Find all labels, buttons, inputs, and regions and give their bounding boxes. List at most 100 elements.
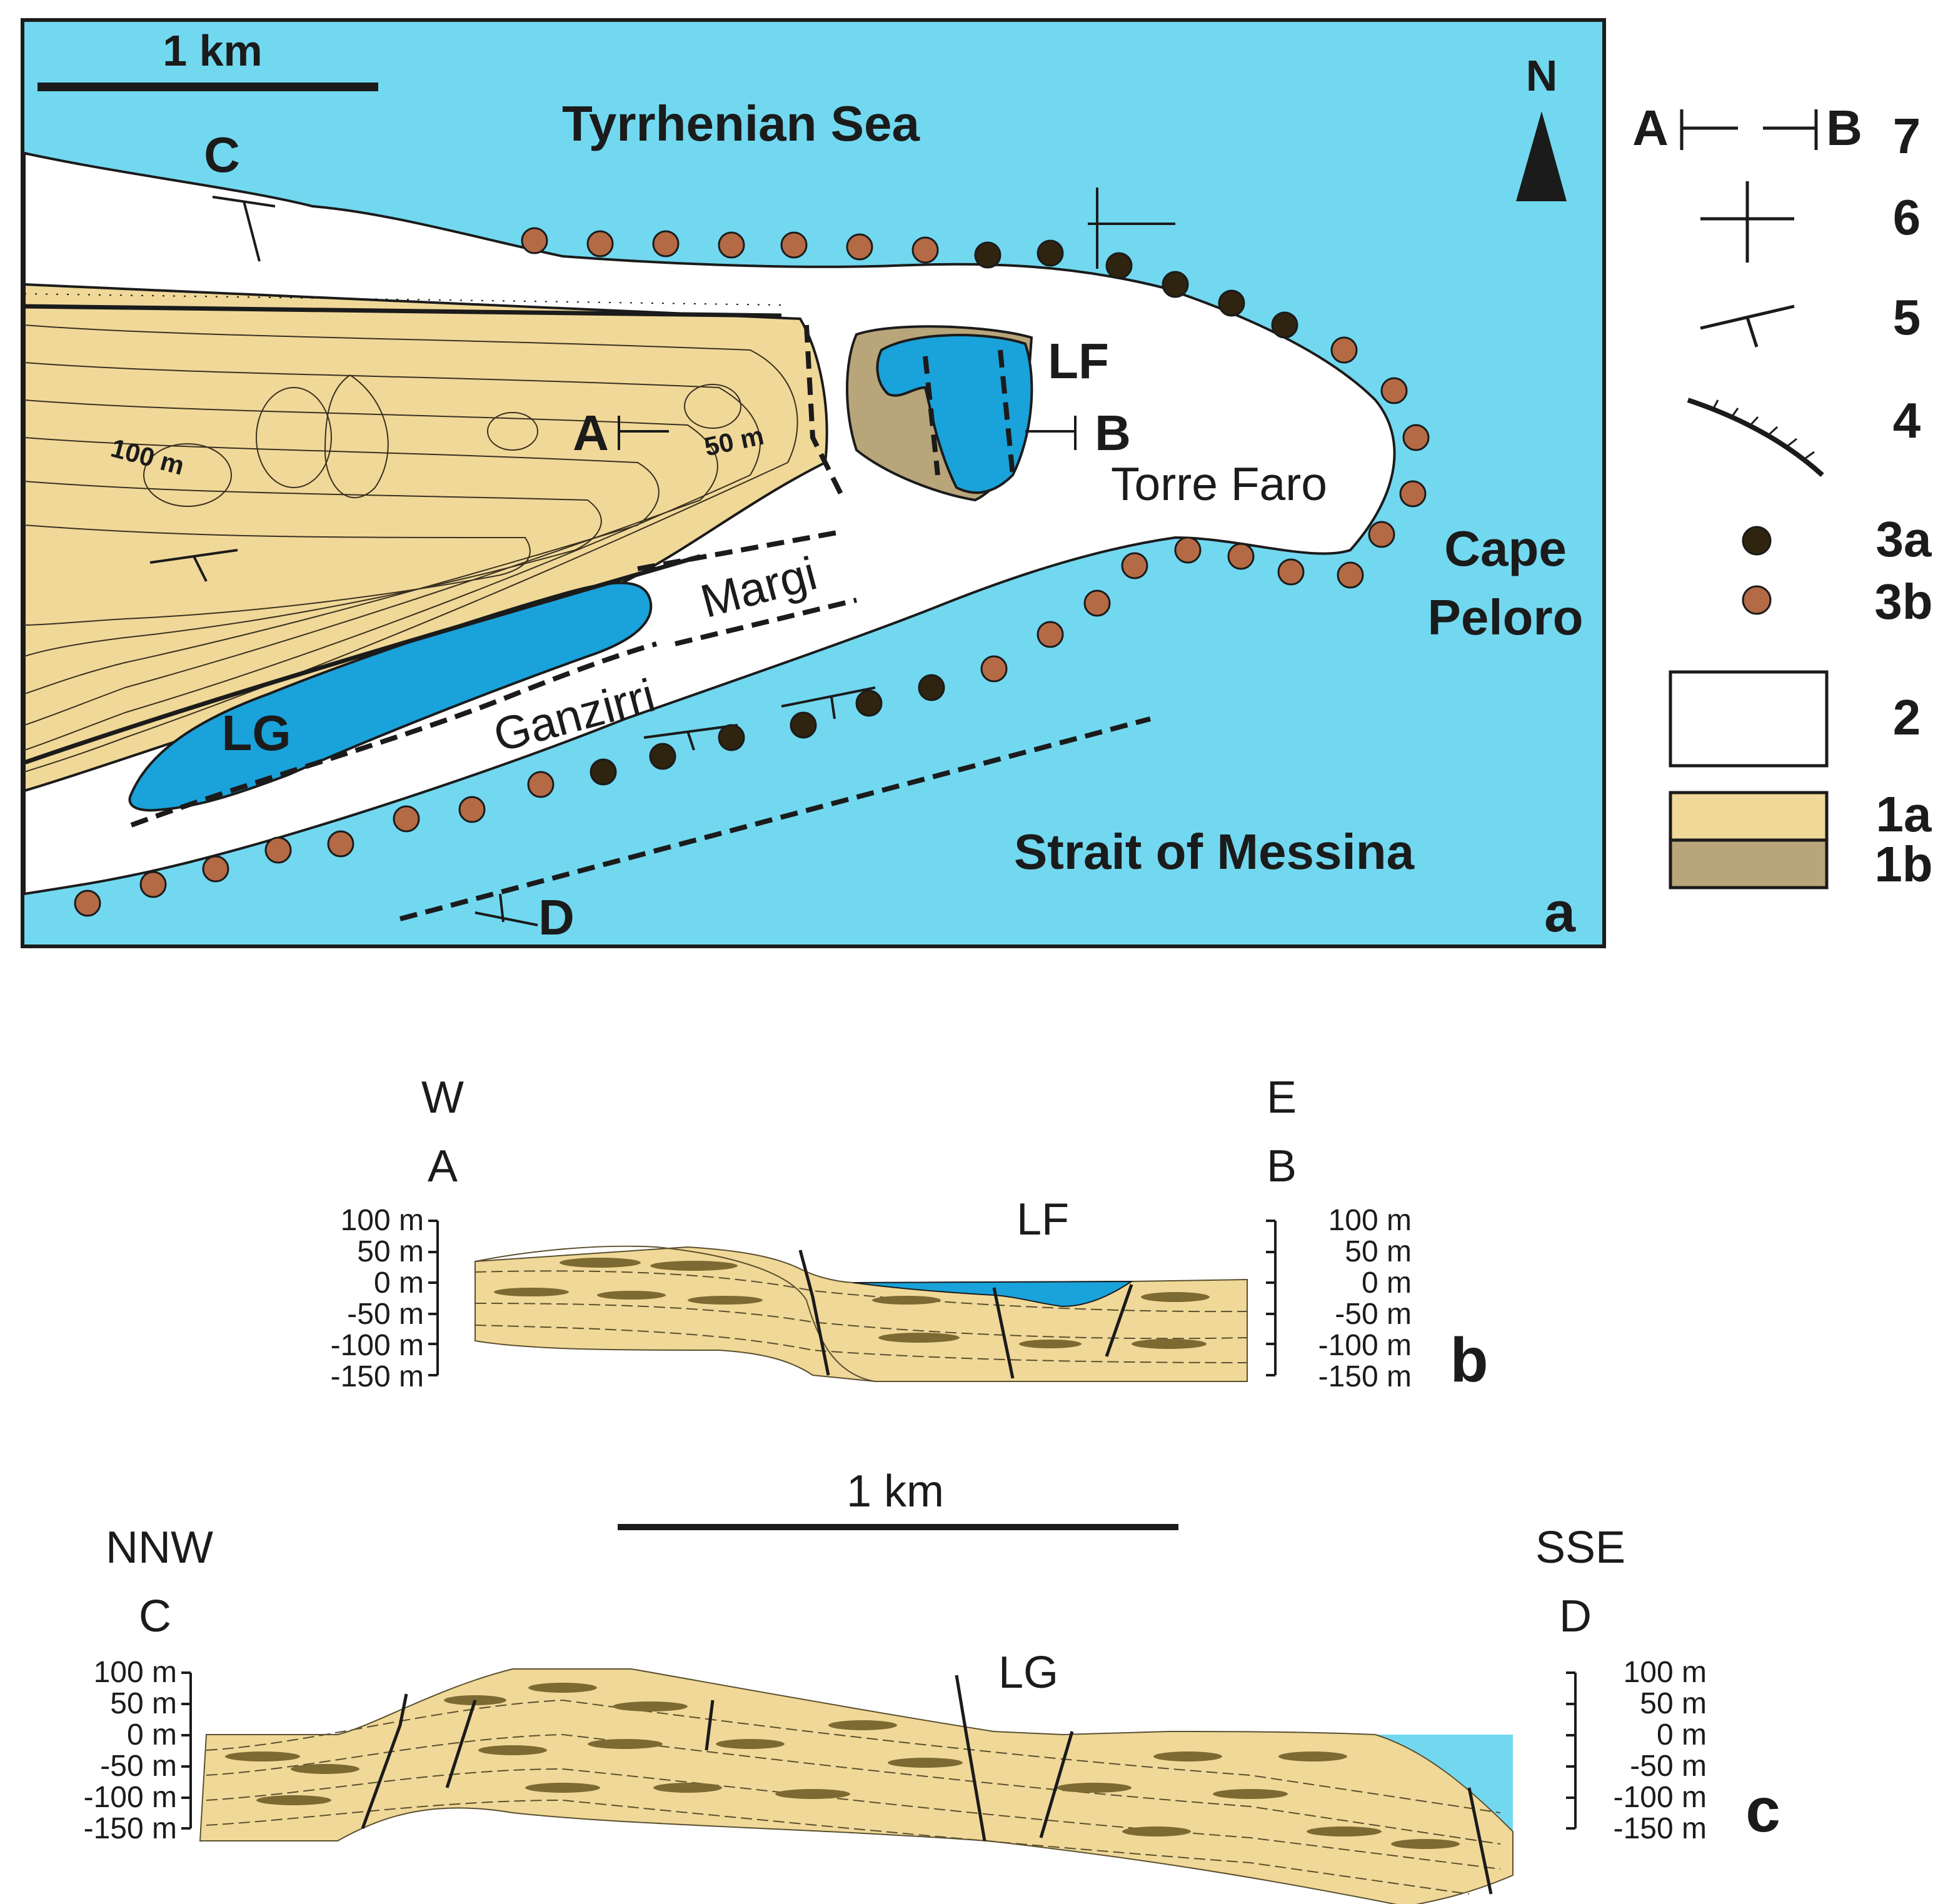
map-panel-letter: a (1544, 881, 1576, 944)
map-scale-label: 1 km (163, 26, 263, 75)
section-b-left-direction: W (421, 1073, 464, 1123)
legend: A B 7 6 5 4 3a 3b 2 1a 1b (1632, 100, 1933, 892)
section-b-bedding (474, 1270, 1248, 1363)
section-c-right-point: D (1559, 1591, 1592, 1641)
section-c-lake-label: LG (998, 1648, 1058, 1698)
legend-symbol-cross (1700, 181, 1794, 263)
section-b-right-tick: -100 m (1318, 1329, 1412, 1362)
section-b-lenses (494, 1258, 1210, 1349)
section-c-panel-letter: c (1745, 1775, 1780, 1845)
legend-key-4: 4 (1893, 393, 1921, 448)
section-c-right-direction: SSE (1535, 1523, 1625, 1573)
section-c-left-tick: 0 m (127, 1718, 177, 1751)
legend-key-7: 7 (1893, 108, 1921, 164)
section-b-right-tick: -50 m (1335, 1298, 1412, 1331)
topographic-contours (24, 324, 798, 773)
section-c-left-axis (181, 1671, 192, 1830)
legend-key-1a: 1a (1876, 786, 1932, 842)
shoreline-dots-3b (74, 227, 1430, 917)
section-b-left-tick: -50 m (347, 1298, 424, 1331)
section-c-right-tick: -100 m (1614, 1781, 1707, 1814)
legend-key-3b: 3b (1874, 574, 1932, 629)
label-lake-faro: LF (1048, 333, 1109, 389)
section-b-right-tick: -150 m (1318, 1360, 1412, 1393)
label-tyrrhenian-sea: Tyrrhenian Sea (562, 96, 920, 151)
shoreline-dots-3a (590, 239, 1298, 786)
section-b-lake-water (853, 1280, 1134, 1308)
legend-key-6: 6 (1893, 189, 1921, 245)
section-c-right-tick: -50 m (1630, 1750, 1707, 1783)
legend-key-1b: 1b (1874, 836, 1932, 892)
legend-symbol-strike-dip (1700, 304, 1795, 348)
section-b-left-tick-labels: 100 m 50 m 0 m -50 m -100 m -150 m (331, 1204, 424, 1393)
section-c-right-tick: 100 m (1624, 1656, 1707, 1689)
legend-7-b: B (1826, 100, 1862, 156)
section-b-left-point: A (428, 1141, 458, 1191)
section-b-right-tick: 0 m (1362, 1266, 1412, 1300)
section-c-scale-label: 1 km (846, 1466, 944, 1516)
label-cape-line2: Peloro (1428, 589, 1584, 645)
section-b-panel: 100 m 50 m 0 m -50 m -100 m -150 m 100 m… (331, 1073, 1489, 1395)
section-c-right-tick: -150 m (1614, 1812, 1707, 1845)
map-scale-bar (38, 83, 378, 91)
section-c-body (199, 1668, 1514, 1904)
section-c-scale-bar (618, 1524, 1178, 1530)
section-c-right-tick-labels: 100 m 50 m 0 m -50 m -100 m -150 m (1614, 1656, 1707, 1845)
section-b-faults (798, 1250, 1133, 1379)
legend-7-a: A (1632, 100, 1669, 156)
section-b-right-tick: 100 m (1328, 1204, 1412, 1237)
map-symbols (149, 188, 1175, 926)
label-section-d: D (538, 889, 575, 945)
legend-symbol-3b (1742, 585, 1772, 615)
legend-key-2: 2 (1893, 689, 1921, 745)
fault-scarps (23, 293, 782, 765)
label-section-a: A (573, 405, 609, 461)
label-section-b: B (1095, 405, 1131, 461)
section-b-right-direction: E (1267, 1073, 1297, 1123)
section-b-left-tick: 50 m (357, 1235, 424, 1268)
section-c-sea (1282, 1735, 1513, 1831)
section-c-left-tick: -100 m (84, 1781, 177, 1814)
legend-key-3a: 3a (1876, 511, 1932, 567)
section-b-right-tick-labels: 100 m 50 m 0 m -50 m -100 m -150 m (1318, 1204, 1412, 1393)
section-c-left-tick: 100 m (94, 1656, 177, 1689)
legend-symbol-scarp (1687, 398, 1824, 477)
section-line-a-b (618, 416, 1077, 450)
section-c-left-tick: 50 m (110, 1687, 177, 1720)
north-label: N (1526, 51, 1558, 100)
label-strait-of-messina: Strait of Messina (1014, 824, 1415, 879)
legend-key-5: 5 (1893, 289, 1921, 345)
section-b-right-tick: 50 m (1345, 1235, 1412, 1268)
legend-swatch-2 (1669, 670, 1829, 768)
section-c-lenses (225, 1683, 1460, 1849)
section-c-left-direction: NNW (106, 1523, 213, 1573)
section-b-panel-letter: b (1450, 1325, 1488, 1395)
map-panel: 1 km N Tyrrhenian Sea Strait of Messina … (21, 18, 1606, 948)
section-c-right-axis (1566, 1671, 1577, 1830)
north-arrow-icon (1516, 111, 1567, 201)
label-section-c: C (204, 127, 240, 183)
section-c-left-tick: -150 m (84, 1812, 177, 1845)
section-c-right-tick: 0 m (1657, 1718, 1707, 1751)
section-b-left-tick: 0 m (374, 1266, 424, 1300)
section-b-lake-label: LF (1017, 1195, 1069, 1245)
section-c-left-tick-labels: 100 m 50 m 0 m -50 m -100 m -150 m (84, 1656, 177, 1845)
section-b-right-axis (1266, 1220, 1277, 1376)
dashed-faults (130, 324, 1152, 921)
legend-symbol-3a (1742, 526, 1772, 556)
section-b-left-tick: -150 m (331, 1360, 424, 1393)
section-b-left-axis (428, 1220, 439, 1376)
legend-swatch-1b (1669, 838, 1829, 889)
section-b-left-tick: -100 m (331, 1329, 424, 1362)
section-c-right-tick: 50 m (1640, 1687, 1707, 1720)
legend-swatch-1a (1669, 791, 1829, 842)
legend-symbol-section-line (1680, 109, 1818, 150)
lake-ganzirri (128, 581, 653, 812)
lake-faro (876, 334, 1033, 494)
section-b-left-tick: 100 m (341, 1204, 424, 1237)
section-c-left-point: C (139, 1591, 171, 1641)
label-lake-ganzirri: LG (221, 705, 291, 761)
section-c-panel: 1 km (84, 1466, 1780, 1904)
label-torre-faro: Torre Faro (1111, 458, 1327, 510)
